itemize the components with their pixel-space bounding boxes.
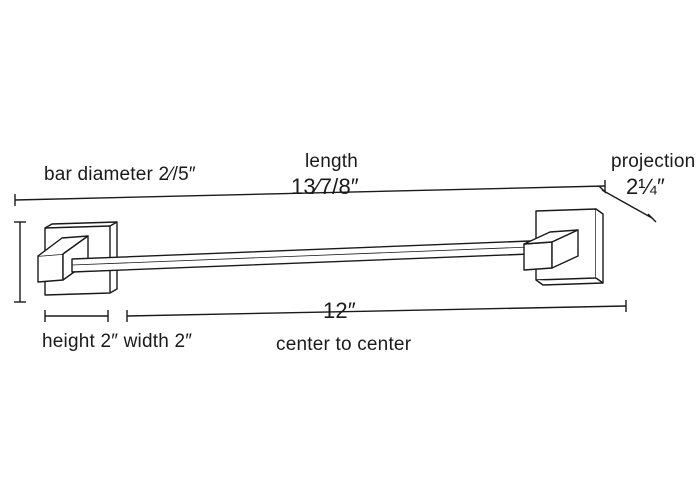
center-to-center-dimension-line bbox=[126, 300, 627, 322]
height-dimension-line bbox=[14, 221, 26, 303]
length-value-label: 13⁄7/8″ bbox=[291, 174, 359, 199]
projection-title-label: projection bbox=[611, 151, 696, 172]
center-to-center-label: center to center bbox=[276, 334, 412, 355]
towel-bar-rod bbox=[71, 240, 531, 273]
projection-value-label: 2¼″ bbox=[626, 174, 665, 199]
length-dimension-line bbox=[14, 180, 606, 206]
bar-diameter-label: bar diameter 2⁄/5″ bbox=[44, 164, 196, 185]
width-dimension-line bbox=[44, 310, 109, 322]
length-title-label: length bbox=[305, 151, 358, 172]
height-width-label: height 2″ width 2″ bbox=[42, 331, 193, 352]
right-post bbox=[523, 229, 579, 271]
center-value-label: 12″ bbox=[323, 298, 356, 323]
projection-dimension-line bbox=[598, 185, 657, 223]
